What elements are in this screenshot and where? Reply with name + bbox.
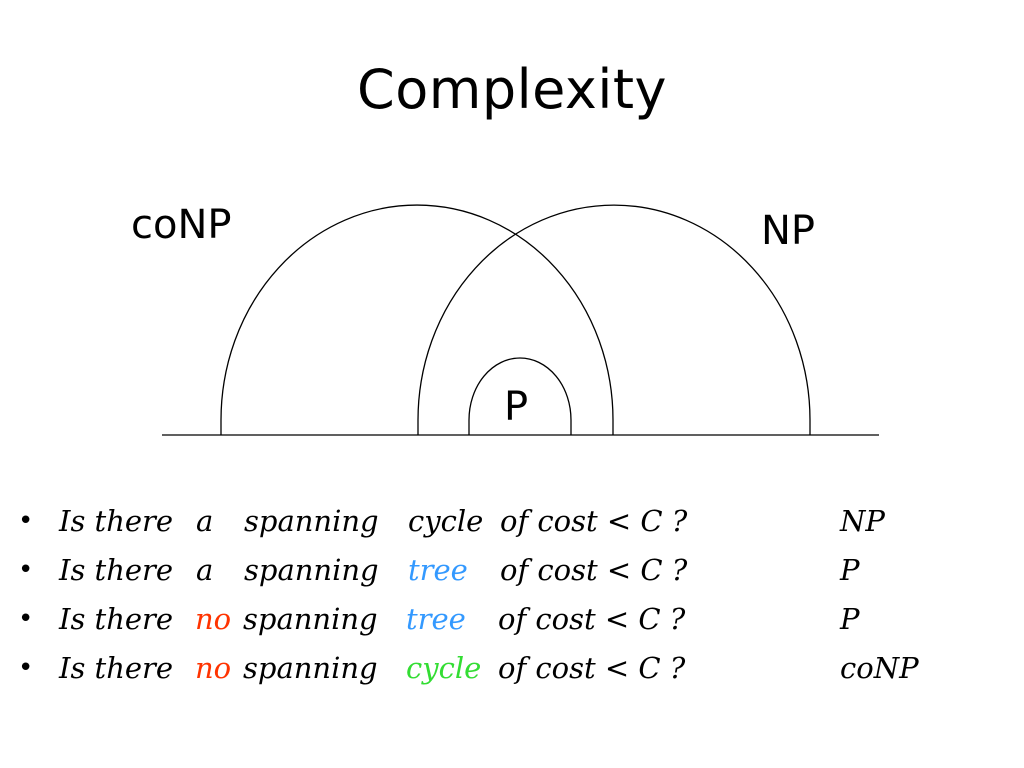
question-suffix: of cost < C ?	[500, 553, 688, 587]
question-suffix: of cost < C ?	[498, 651, 686, 685]
question-spanning: spanning	[243, 651, 378, 685]
question-quantifier: no	[195, 651, 232, 685]
p-label: P	[504, 384, 528, 430]
p-arc	[468, 357, 572, 435]
question-answer: P	[840, 553, 860, 587]
np-arc	[417, 204, 811, 435]
conp-arc	[220, 204, 614, 435]
question-suffix: of cost < C ?	[500, 504, 688, 538]
question-prefix: Is there	[59, 602, 174, 636]
question-spanning: spanning	[244, 553, 379, 587]
bullet: •	[18, 653, 34, 683]
bullet: •	[18, 555, 34, 585]
question-item: • Is there no spanning cycle of cost < C…	[18, 645, 998, 694]
question-suffix: of cost < C ?	[498, 602, 686, 636]
question-item: • Is there a spanning tree of cost < C ?…	[18, 547, 998, 596]
question-item: • Is there a spanning cycle of cost < C …	[18, 498, 998, 547]
question-spanning: spanning	[243, 602, 378, 636]
question-spanning: spanning	[244, 504, 379, 538]
np-label: NP	[761, 208, 815, 254]
question-answer: coNP	[840, 651, 919, 685]
question-object: tree	[406, 602, 466, 636]
question-answer: NP	[840, 504, 885, 538]
question-quantifier: a	[196, 553, 214, 587]
slide-title: Complexity	[357, 58, 667, 121]
question-object: tree	[408, 553, 468, 587]
question-quantifier: a	[196, 504, 214, 538]
question-prefix: Is there	[59, 504, 174, 538]
conp-label: coNP	[131, 202, 232, 248]
question-answer: P	[840, 602, 860, 636]
question-prefix: Is there	[59, 651, 174, 685]
question-item: • Is there no spanning tree of cost < C …	[18, 596, 998, 645]
question-quantifier: no	[195, 602, 232, 636]
question-object: cycle	[406, 651, 482, 685]
question-object: cycle	[408, 504, 484, 538]
question-prefix: Is there	[59, 553, 174, 587]
question-list: • Is there a spanning cycle of cost < C …	[18, 498, 998, 694]
bullet: •	[18, 604, 34, 634]
bullet: •	[18, 506, 34, 536]
